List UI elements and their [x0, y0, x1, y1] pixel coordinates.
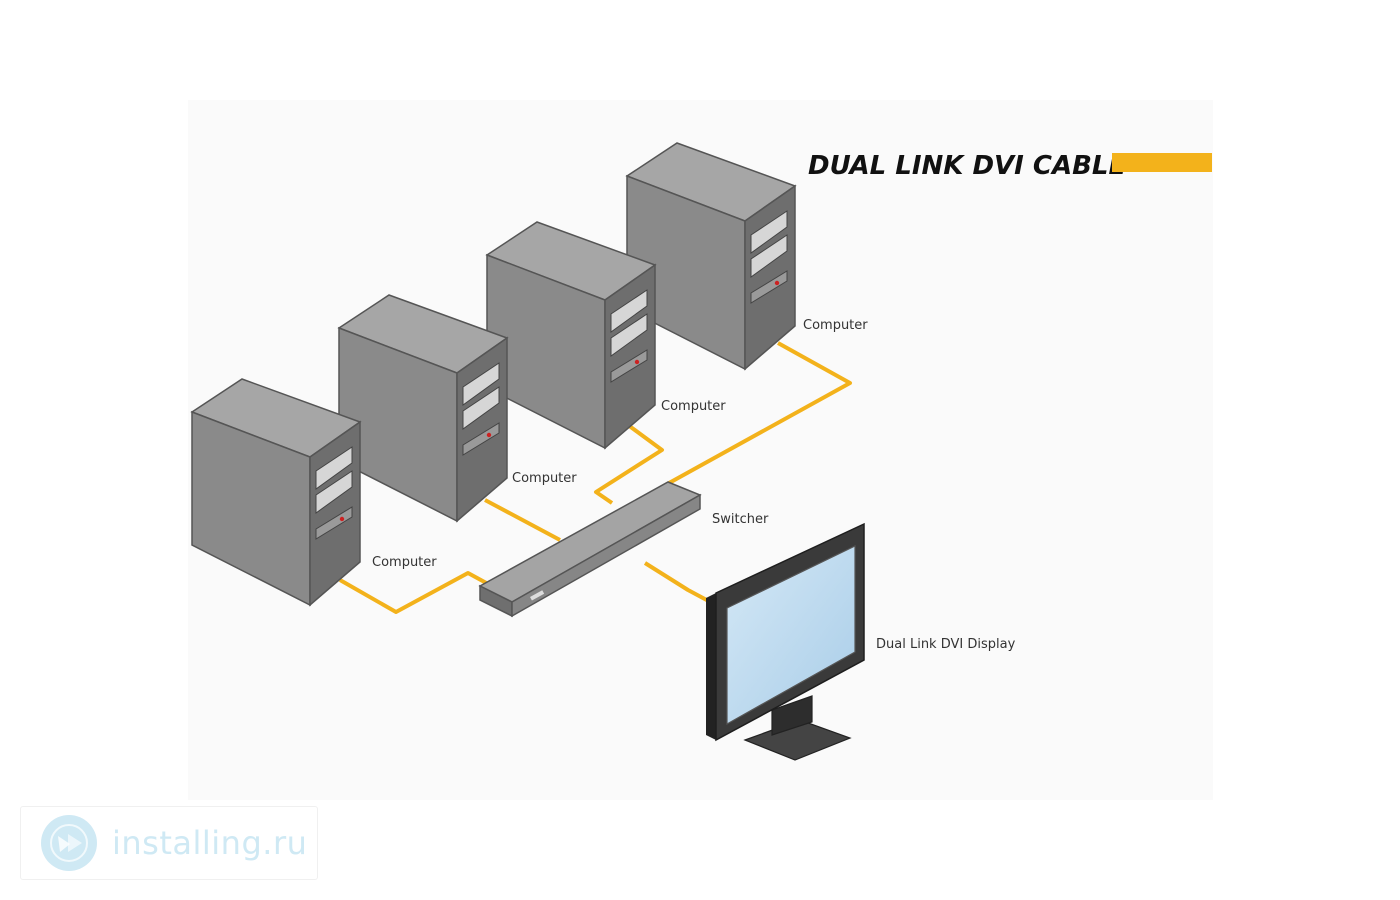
globe-logo-icon — [41, 815, 97, 871]
cable-computer-1 — [339, 571, 491, 614]
cable-computer-4 — [659, 341, 852, 490]
diagram-title: DUAL LINK DVI CABLE — [808, 151, 1126, 181]
cable-computer-3 — [594, 423, 664, 505]
watermark: installing.ru — [20, 806, 318, 880]
cable-computer-2 — [484, 498, 561, 542]
label-computer-4: Computer — [803, 318, 868, 333]
legend-cable-swatch — [1112, 153, 1212, 172]
watermark-text: installing.ru — [112, 824, 308, 862]
display-screen — [726, 545, 856, 726]
dual-link-dvi-display — [706, 522, 865, 761]
label-switcher: Switcher — [712, 512, 769, 527]
label-computer-3: Computer — [661, 399, 726, 414]
cables — [339, 341, 852, 614]
label-computer-1: Computer — [372, 555, 437, 570]
switcher-device — [478, 481, 702, 618]
label-display: Dual Link DVI Display — [876, 637, 1016, 652]
label-computer-2: Computer — [512, 471, 577, 486]
